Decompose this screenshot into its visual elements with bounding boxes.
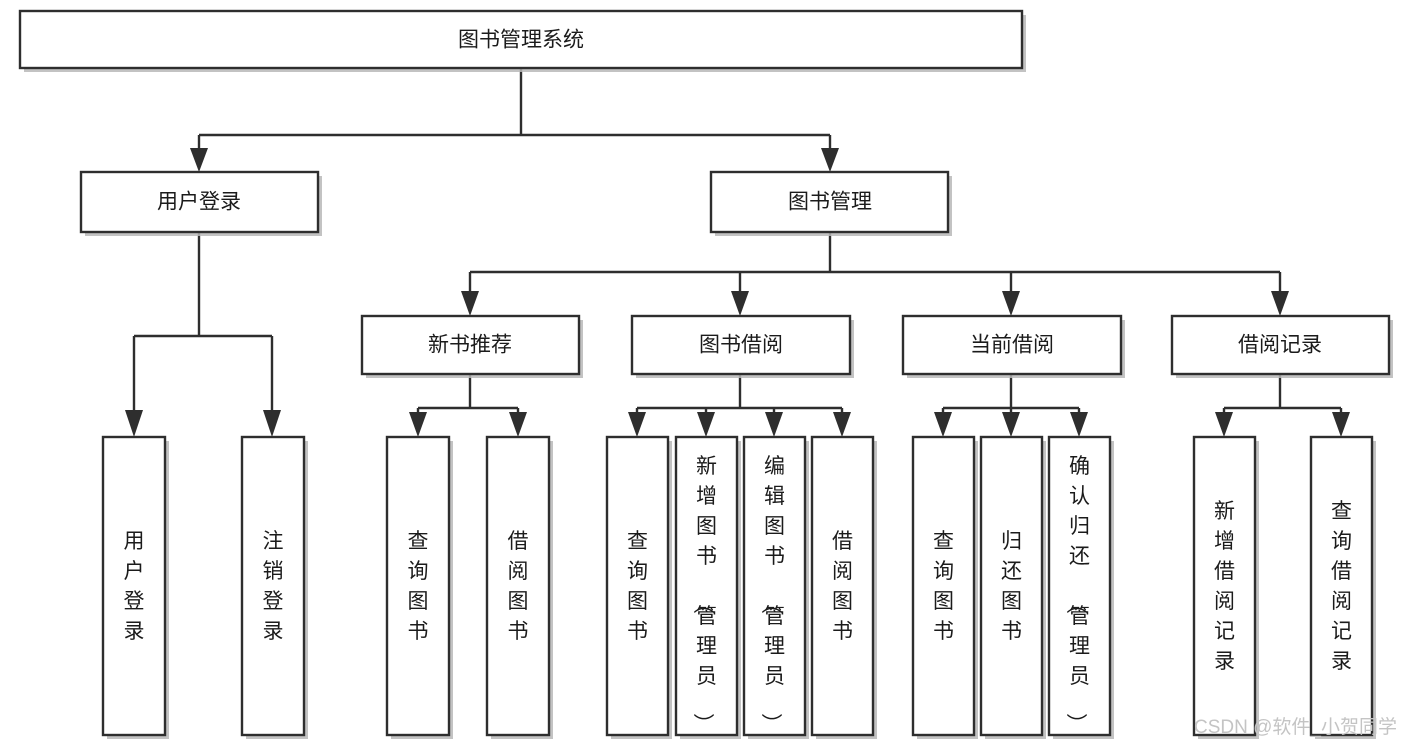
node-leaf-query-book-rec-label: 查询图书 bbox=[408, 530, 429, 643]
node-new-book-rec-label: 新书推荐 bbox=[428, 334, 512, 357]
arrowhead-leaf-borrow-book-bb bbox=[833, 412, 851, 437]
node-leaf-query-record-label: 查询借阅记录 bbox=[1331, 500, 1352, 673]
node-leaf-add-record[interactable]: 新增借阅记录 bbox=[1192, 435, 1259, 739]
node-leaf-add-book-label: 新增图书（管理员） bbox=[691, 455, 717, 734]
node-leaf-query-book-bb[interactable]: 查询图书 bbox=[605, 435, 672, 739]
leaf-node-layer: 用户登录 注销登录 查询图书 借阅图书 查询图书 新增图书（管理员） 编辑图书（管理员） 借阅… bbox=[101, 435, 1376, 739]
node-leaf-confirm-return-rect[interactable] bbox=[1047, 435, 1112, 737]
node-leaf-edit-book-label: 编辑图书（管理员） bbox=[759, 455, 785, 734]
arrowhead-current-borrow bbox=[1002, 291, 1020, 316]
arrowhead-leaf-confirm-return bbox=[1070, 412, 1088, 437]
arrowhead-borrow-record bbox=[1271, 291, 1289, 316]
node-leaf-confirm-return[interactable]: 确认归还（管理员） bbox=[1047, 435, 1114, 739]
node-leaf-query-book-bb-label: 查询图书 bbox=[627, 530, 648, 643]
node-leaf-user-login[interactable]: 用户登录 bbox=[101, 435, 169, 739]
arrowhead-leaf-query-book-bb bbox=[628, 412, 646, 437]
node-leaf-borrow-book-bb[interactable]: 借阅图书 bbox=[810, 435, 877, 739]
node-leaf-edit-book-rect[interactable] bbox=[742, 435, 807, 737]
node-root[interactable]: 图书管理系统 bbox=[18, 9, 1026, 72]
node-current-borrow-rect[interactable] bbox=[901, 314, 1123, 376]
node-leaf-return-book-rect[interactable] bbox=[979, 435, 1044, 737]
node-borrow-record[interactable]: 借阅记录 bbox=[1170, 314, 1393, 378]
arrowhead-new-book-rec bbox=[461, 291, 479, 316]
node-leaf-logout-rect[interactable] bbox=[240, 435, 306, 737]
node-user-login-rect[interactable] bbox=[79, 170, 320, 234]
node-book-borrow[interactable]: 图书借阅 bbox=[630, 314, 854, 378]
node-leaf-user-login-label: 用户登录 bbox=[124, 530, 145, 643]
node-book-borrow-rect[interactable] bbox=[630, 314, 852, 376]
node-leaf-query-book-cb-rect[interactable] bbox=[911, 435, 976, 737]
node-book-manage-rect[interactable] bbox=[709, 170, 950, 234]
arrowhead-leaf-user-login bbox=[125, 410, 143, 437]
arrowhead-leaf-borrow-book-rec bbox=[509, 412, 527, 437]
node-leaf-add-record-label: 新增借阅记录 bbox=[1214, 500, 1235, 673]
node-leaf-query-book-rec-rect[interactable] bbox=[385, 435, 451, 737]
node-leaf-confirm-return-label: 确认归还（管理员） bbox=[1064, 455, 1090, 734]
arrowhead-user-login bbox=[190, 148, 208, 172]
node-leaf-borrow-book-rec-rect[interactable] bbox=[485, 435, 551, 737]
node-leaf-logout[interactable]: 注销登录 bbox=[240, 435, 308, 739]
arrowhead-leaf-query-book-cb bbox=[934, 412, 952, 437]
node-book-manage-label: 图书管理 bbox=[788, 191, 872, 214]
node-leaf-logout-label: 注销登录 bbox=[263, 530, 284, 643]
node-leaf-query-record-rect[interactable] bbox=[1309, 435, 1374, 737]
node-leaf-add-book-rect[interactable] bbox=[674, 435, 739, 737]
node-leaf-borrow-book-bb-rect[interactable] bbox=[810, 435, 875, 737]
node-user-login-label: 用户登录 bbox=[157, 191, 241, 214]
node-new-book-rec-rect[interactable] bbox=[360, 314, 581, 376]
node-root-label: 图书管理系统 bbox=[458, 29, 584, 52]
node-leaf-query-book-rec[interactable]: 查询图书 bbox=[385, 435, 453, 739]
node-leaf-return-book[interactable]: 归还图书 bbox=[979, 435, 1046, 739]
node-leaf-query-record[interactable]: 查询借阅记录 bbox=[1309, 435, 1376, 739]
node-current-borrow-label: 当前借阅 bbox=[970, 334, 1054, 357]
arrowhead-book-manage bbox=[821, 148, 839, 172]
node-new-book-rec[interactable]: 新书推荐 bbox=[360, 314, 583, 378]
node-current-borrow[interactable]: 当前借阅 bbox=[901, 314, 1125, 378]
node-borrow-record-rect[interactable] bbox=[1170, 314, 1391, 376]
node-leaf-query-book-cb-label: 查询图书 bbox=[933, 530, 954, 643]
node-borrow-record-label: 借阅记录 bbox=[1238, 334, 1322, 357]
node-leaf-query-book-bb-rect[interactable] bbox=[605, 435, 670, 737]
node-leaf-return-book-label: 归还图书 bbox=[1001, 530, 1022, 643]
arrowhead-leaf-query-book-rec bbox=[409, 412, 427, 437]
arrowhead-leaf-return-book bbox=[1002, 412, 1020, 437]
watermark-label: CSDN @软件_小贺同学 bbox=[1194, 716, 1397, 738]
node-leaf-borrow-book-rec[interactable]: 借阅图书 bbox=[485, 435, 553, 739]
node-leaf-borrow-book-bb-label: 借阅图书 bbox=[832, 530, 853, 643]
node-leaf-user-login-rect[interactable] bbox=[101, 435, 167, 737]
node-leaf-add-book[interactable]: 新增图书（管理员） bbox=[674, 435, 741, 739]
arrowhead-leaf-edit-book bbox=[765, 412, 783, 437]
node-leaf-borrow-book-rec-label: 借阅图书 bbox=[508, 530, 529, 643]
node-leaf-query-book-cb[interactable]: 查询图书 bbox=[911, 435, 978, 739]
arrowhead-leaf-logout bbox=[263, 410, 281, 437]
arrowhead-leaf-add-record bbox=[1215, 412, 1233, 437]
node-root-rect[interactable] bbox=[18, 9, 1024, 70]
arrowhead-book-borrow bbox=[731, 291, 749, 316]
node-book-borrow-label: 图书借阅 bbox=[699, 334, 783, 357]
node-user-login[interactable]: 用户登录 bbox=[79, 170, 322, 236]
node-leaf-edit-book[interactable]: 编辑图书（管理员） bbox=[742, 435, 809, 739]
arrowhead-leaf-add-book bbox=[697, 412, 715, 437]
connector-layer bbox=[125, 68, 1350, 437]
arrowhead-leaf-query-record bbox=[1332, 412, 1350, 437]
node-leaf-add-record-rect[interactable] bbox=[1192, 435, 1257, 737]
node-book-manage[interactable]: 图书管理 bbox=[709, 170, 952, 236]
